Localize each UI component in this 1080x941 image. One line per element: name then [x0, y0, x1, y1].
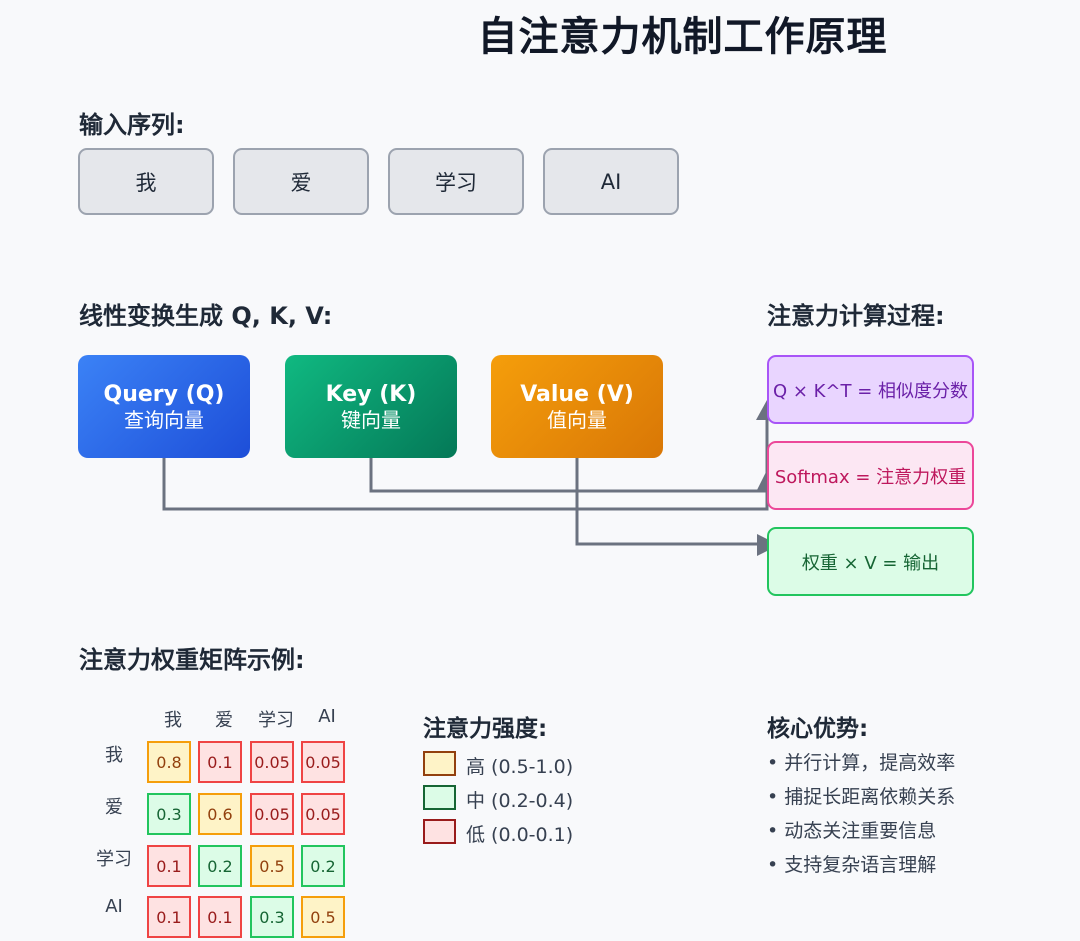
advantages-heading: 核心优势: — [767, 716, 869, 742]
step-softmax: Softmax = 注意力权重 — [767, 441, 974, 510]
matrix-cell: 0.3 — [250, 896, 294, 938]
matrix-cell: 0.1 — [198, 741, 242, 783]
page-title: 自注意力机制工作原理 — [477, 14, 888, 60]
matrix-col-label: 我 — [164, 710, 182, 731]
value-sublabel: 值向量 — [547, 407, 607, 432]
legend-heading: 注意力强度: — [423, 716, 548, 742]
matrix-cell: 0.05 — [250, 793, 294, 835]
matrix-cell: 0.05 — [301, 793, 345, 835]
legend-label-high: 高 (0.5-1.0) — [466, 756, 574, 778]
legend-label-mid: 中 (0.2-0.4) — [466, 790, 574, 812]
matrix-cell: 0.6 — [198, 793, 242, 835]
matrix-cell: 0.1 — [147, 845, 191, 887]
matrix-row-label: AI — [105, 896, 123, 917]
matrix-cell: 0.05 — [250, 741, 294, 783]
advantage-item: • 并行计算，提高效率 — [767, 752, 956, 774]
advantage-item: • 支持复杂语言理解 — [767, 854, 937, 876]
key-sublabel: 键向量 — [341, 407, 401, 432]
matrix-cell: 0.2 — [198, 845, 242, 887]
advantage-item: • 捕捉长距离依赖关系 — [767, 786, 956, 808]
matrix-cell: 0.5 — [250, 845, 294, 887]
matrix-cell: 0.1 — [198, 896, 242, 938]
key-label: Key (K) — [325, 381, 417, 407]
matrix-col-label: AI — [318, 706, 336, 727]
matrix-row-label: 爱 — [105, 797, 123, 818]
query-sublabel: 查询向量 — [124, 407, 204, 432]
query-connector — [162, 420, 769, 511]
legend-swatch-low — [423, 819, 456, 844]
key-box: Key (K) 键向量 — [285, 355, 457, 458]
token-box: 我 — [78, 148, 214, 215]
value-label: Value (V) — [520, 381, 634, 407]
matrix-cell: 0.8 — [147, 741, 191, 783]
token-box: AI — [543, 148, 679, 215]
legend-label-low: 低 (0.0-0.1) — [466, 824, 574, 846]
legend-swatch-high — [423, 751, 456, 776]
token-box: 爱 — [233, 148, 369, 215]
transform-heading: 线性变换生成 Q, K, V: — [79, 302, 333, 330]
matrix-col-label: 学习 — [258, 710, 294, 731]
matrix-cell: 0.05 — [301, 741, 345, 783]
matrix-cell: 0.1 — [147, 896, 191, 938]
token-box: 学习 — [388, 148, 524, 215]
query-label: Query (Q) — [103, 381, 225, 407]
matrix-row-label: 我 — [105, 745, 123, 766]
query-box: Query (Q) 查询向量 — [78, 355, 250, 458]
input-heading: 输入序列: — [79, 111, 185, 139]
matrix-cell: 0.5 — [301, 896, 345, 938]
matrix-cell: 0.3 — [147, 793, 191, 835]
value-connector — [575, 458, 767, 546]
matrix-heading: 注意力权重矩阵示例: — [79, 646, 305, 674]
value-box: Value (V) 值向量 — [491, 355, 663, 458]
process-heading: 注意力计算过程: — [767, 302, 945, 330]
matrix-col-label: 爱 — [215, 710, 233, 731]
key-connector — [369, 458, 767, 493]
step-output: 权重 × V = 输出 — [767, 527, 974, 596]
matrix-row-label: 学习 — [96, 849, 132, 870]
advantage-item: • 动态关注重要信息 — [767, 820, 937, 842]
legend-swatch-mid — [423, 785, 456, 810]
matrix-cell: 0.2 — [301, 845, 345, 887]
step-similarity: Q × K^T = 相似度分数 — [767, 355, 974, 424]
